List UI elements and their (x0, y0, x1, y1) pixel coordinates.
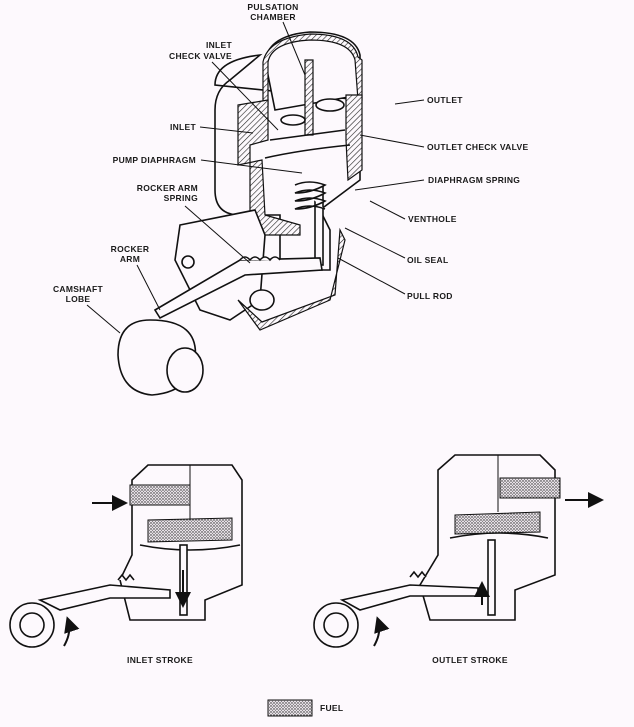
label-pump-diaphragm: PUMP DIAPHRAGM (113, 155, 196, 165)
label-inlet: INLET (170, 122, 197, 132)
part-labels: PULSATION CHAMBER INLET CHECK VALVE OUTL… (53, 2, 528, 304)
main-pump-cutaway (117, 31, 363, 396)
label-venthole: VENTHOLE (408, 214, 457, 224)
label-rocker-arm-1: ROCKER (111, 244, 150, 254)
leader-lines (86, 21, 425, 334)
inlet-stroke-diagram: INLET STROKE (9, 464, 243, 665)
label-pulsation-chamber-2: CHAMBER (250, 12, 296, 22)
caption-outlet-stroke: OUTLET STROKE (432, 655, 508, 665)
label-pulsation-chamber-1: PULSATION (247, 2, 298, 12)
label-camshaft-lobe-1: CAMSHAFT (53, 284, 104, 294)
legend-fuel-swatch (267, 699, 313, 717)
label-pull-rod: PULL ROD (407, 291, 453, 301)
label-inlet-check-valve-2: CHECK VALVE (169, 51, 232, 61)
label-diaphragm-spring: DIAPHRAGM SPRING (428, 175, 520, 185)
label-oil-seal: OIL SEAL (407, 255, 448, 265)
legend: FUEL (267, 699, 343, 717)
label-rocker-arm-spring-2: SPRING (164, 193, 198, 203)
label-outlet: OUTLET (427, 95, 463, 105)
outlet-stroke-diagram: OUTLET STROKE (313, 454, 604, 665)
label-camshaft-lobe-2: LOBE (66, 294, 91, 304)
label-inlet-check-valve-1: INLET (206, 40, 233, 50)
label-rocker-arm-spring-1: ROCKER ARM (137, 183, 198, 193)
label-outlet-check-valve: OUTLET CHECK VALVE (427, 142, 528, 152)
caption-inlet-stroke: INLET STROKE (127, 655, 193, 665)
label-rocker-arm-2: ARM (120, 254, 140, 264)
legend-fuel-label: FUEL (320, 703, 343, 713)
